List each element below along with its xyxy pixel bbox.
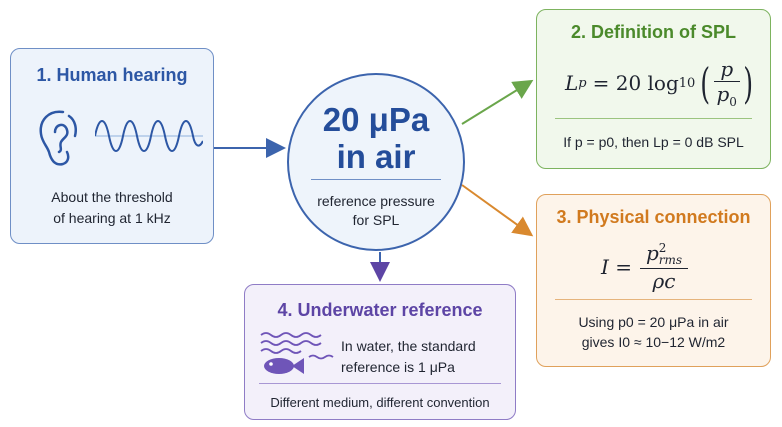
human-hearing-title: 1. Human hearing [36, 65, 188, 85]
spl-divider [555, 118, 752, 119]
spl-definition-title: 2. Definition of SPL [571, 22, 736, 42]
underwater-reference-title: 4. Underwater reference [277, 300, 483, 320]
human-hearing-box: 1. Human hearing About the threshold of … [10, 48, 214, 244]
spl-note: If p = p0, then Lp = 0 dB SPL [563, 134, 744, 150]
hearing-text-2: of hearing at 1 kHz [53, 210, 171, 226]
underwater-footer: Different medium, different convention [270, 395, 490, 410]
underwater-text-2: reference is 1 μPa [341, 359, 455, 375]
arrow-center-to-physical [461, 184, 534, 237]
physical-connection-title: 3. Physical connection [556, 207, 751, 227]
physical-note-2: gives I0 ≈ 10−12 W/m2 [581, 334, 726, 350]
reference-pressure-circle: 20 μPa in air reference pressure for SPL [287, 73, 465, 251]
circle-caption-1: reference pressure [317, 193, 435, 209]
reference-value: 20 μPa [322, 101, 430, 138]
sine-wave-icon [95, 120, 203, 152]
underwater-divider [259, 383, 501, 384]
underwater-reference-box: 4. Underwater reference In water, the st… [244, 284, 516, 420]
underwater-text-1: In water, the standard [341, 338, 476, 354]
physical-note-1: Using p0 = 20 μPa in air [578, 314, 729, 330]
hearing-text-1: About the threshold [51, 189, 173, 205]
water-waves-icon [260, 332, 334, 360]
physical-divider [555, 299, 752, 300]
reference-medium: in air [336, 138, 416, 175]
circle-divider [311, 179, 441, 180]
arrow-center-to-spl [461, 79, 534, 125]
ear-icon [39, 110, 77, 166]
fish-icon [264, 358, 304, 374]
circle-caption-2: for SPL [352, 212, 400, 228]
